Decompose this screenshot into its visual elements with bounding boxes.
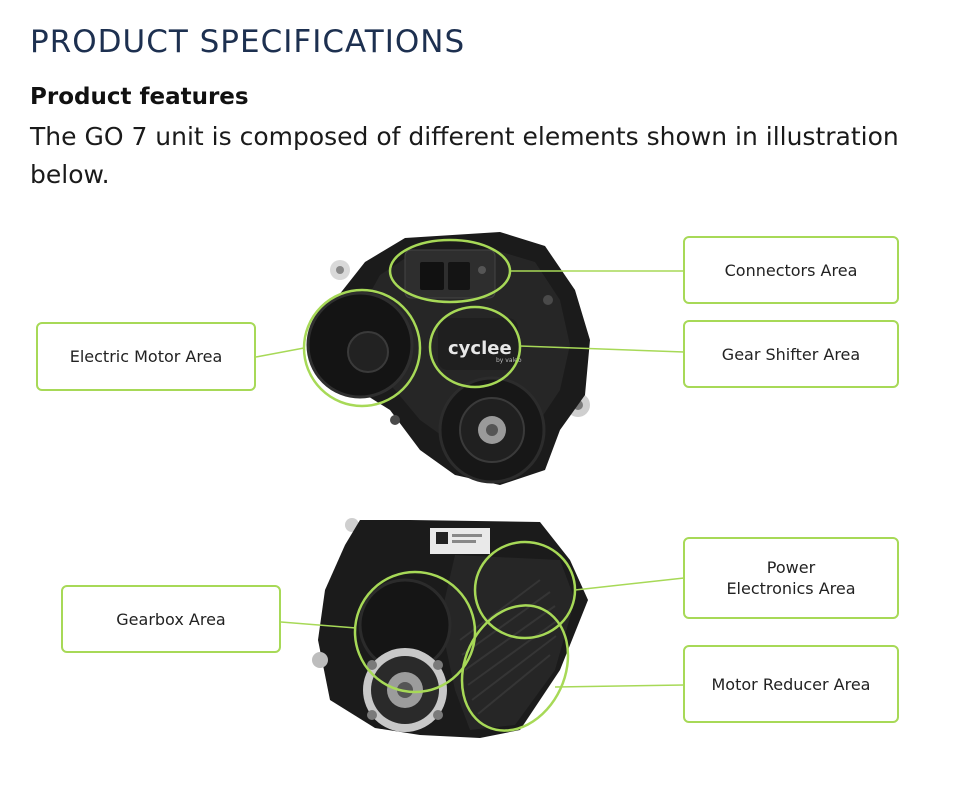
top-unit-image: cyclee by valeo: [306, 232, 590, 485]
power-electronics-leader: [574, 577, 685, 591]
motor-reducer-area-callout: Motor Reducer Area: [683, 645, 899, 723]
gear-shifter-area-callout: Gear Shifter Area: [683, 320, 899, 388]
page-title: PRODUCT SPECIFICATIONS: [30, 24, 466, 60]
electric-motor-area-callout: Electric Motor Area: [36, 322, 256, 391]
gearbox-leader: [280, 621, 357, 629]
gearbox-highlight: [353, 570, 477, 694]
motor-reducer-highlight: [460, 604, 570, 732]
brand-logo-subtext: by valeo: [496, 357, 522, 364]
connectors-area-callout: Connectors Area: [683, 236, 899, 304]
power-electronics-area-callout: Power Electronics Area: [683, 537, 899, 619]
intro-paragraph: The GO 7 unit is composed of different e…: [30, 122, 899, 189]
gearbox-area-callout: Gearbox Area: [61, 585, 281, 653]
gear-shifter-highlight: [428, 305, 522, 389]
motor-reducer-leader: [554, 684, 685, 688]
section-subtitle: Product features: [30, 84, 249, 110]
brand-logo-text: cyclee: [448, 338, 512, 359]
gear-shifter-leader: [519, 345, 685, 353]
electric-motor-leader: [255, 347, 305, 358]
